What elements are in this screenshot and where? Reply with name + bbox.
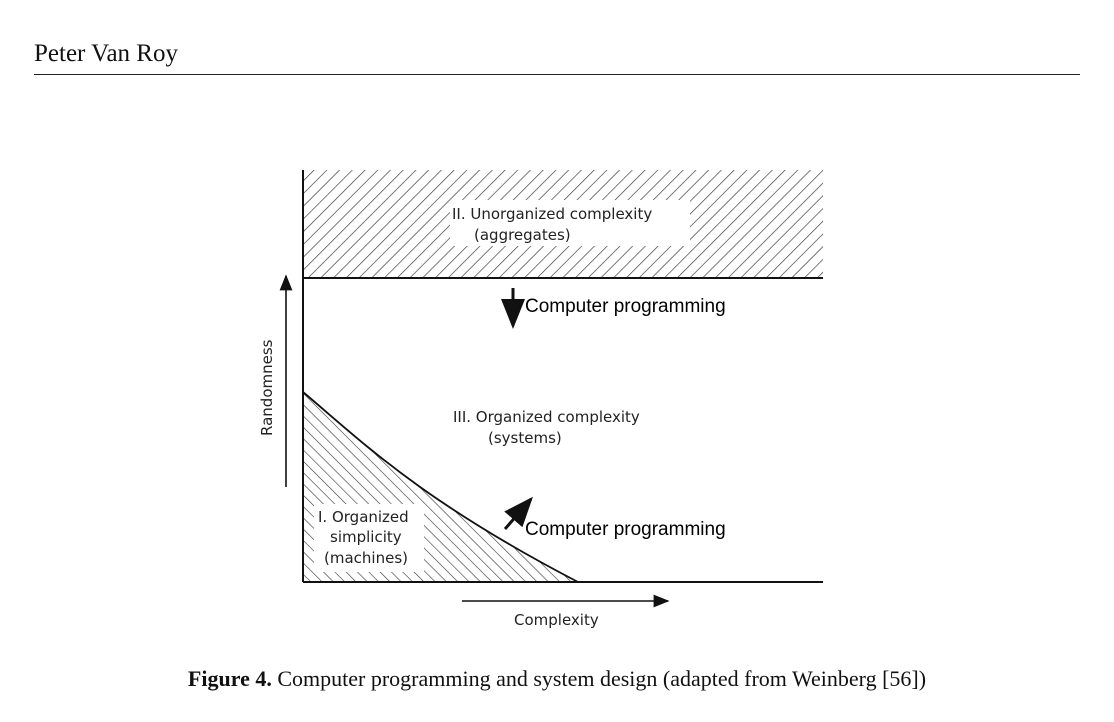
- caption-text: Computer programming and system design (…: [277, 666, 927, 691]
- region-iii-title: III. Organized complexity: [453, 408, 640, 426]
- region-i-label-box: [314, 504, 424, 572]
- arrow-down-label: Computer programming: [525, 296, 726, 317]
- region-iii-subtitle: (systems): [488, 429, 562, 447]
- region-i-line1: I. Organized: [318, 508, 409, 526]
- region-i-line3: (machines): [324, 549, 408, 567]
- region-ii-title: II. Unorganized complexity: [452, 205, 652, 223]
- header-rule: [34, 74, 1080, 75]
- region-ii-subtitle: (aggregates): [474, 226, 571, 244]
- running-header-author: Peter Van Roy: [34, 40, 178, 67]
- caption-label: Figure 4.: [187, 666, 272, 691]
- figure-caption: Figure 4. Computer programming and syste…: [0, 666, 1114, 692]
- region-i-boundary-curve: [302, 391, 579, 583]
- arrow-up-right-icon: [503, 496, 533, 530]
- arrow-up-label: Computer programming: [525, 519, 726, 540]
- region-ii-label-box: [450, 200, 690, 246]
- y-axis-label: Randomness: [258, 339, 276, 436]
- x-axis-label: Complexity: [514, 611, 599, 629]
- region-i-line2: simplicity: [330, 528, 402, 546]
